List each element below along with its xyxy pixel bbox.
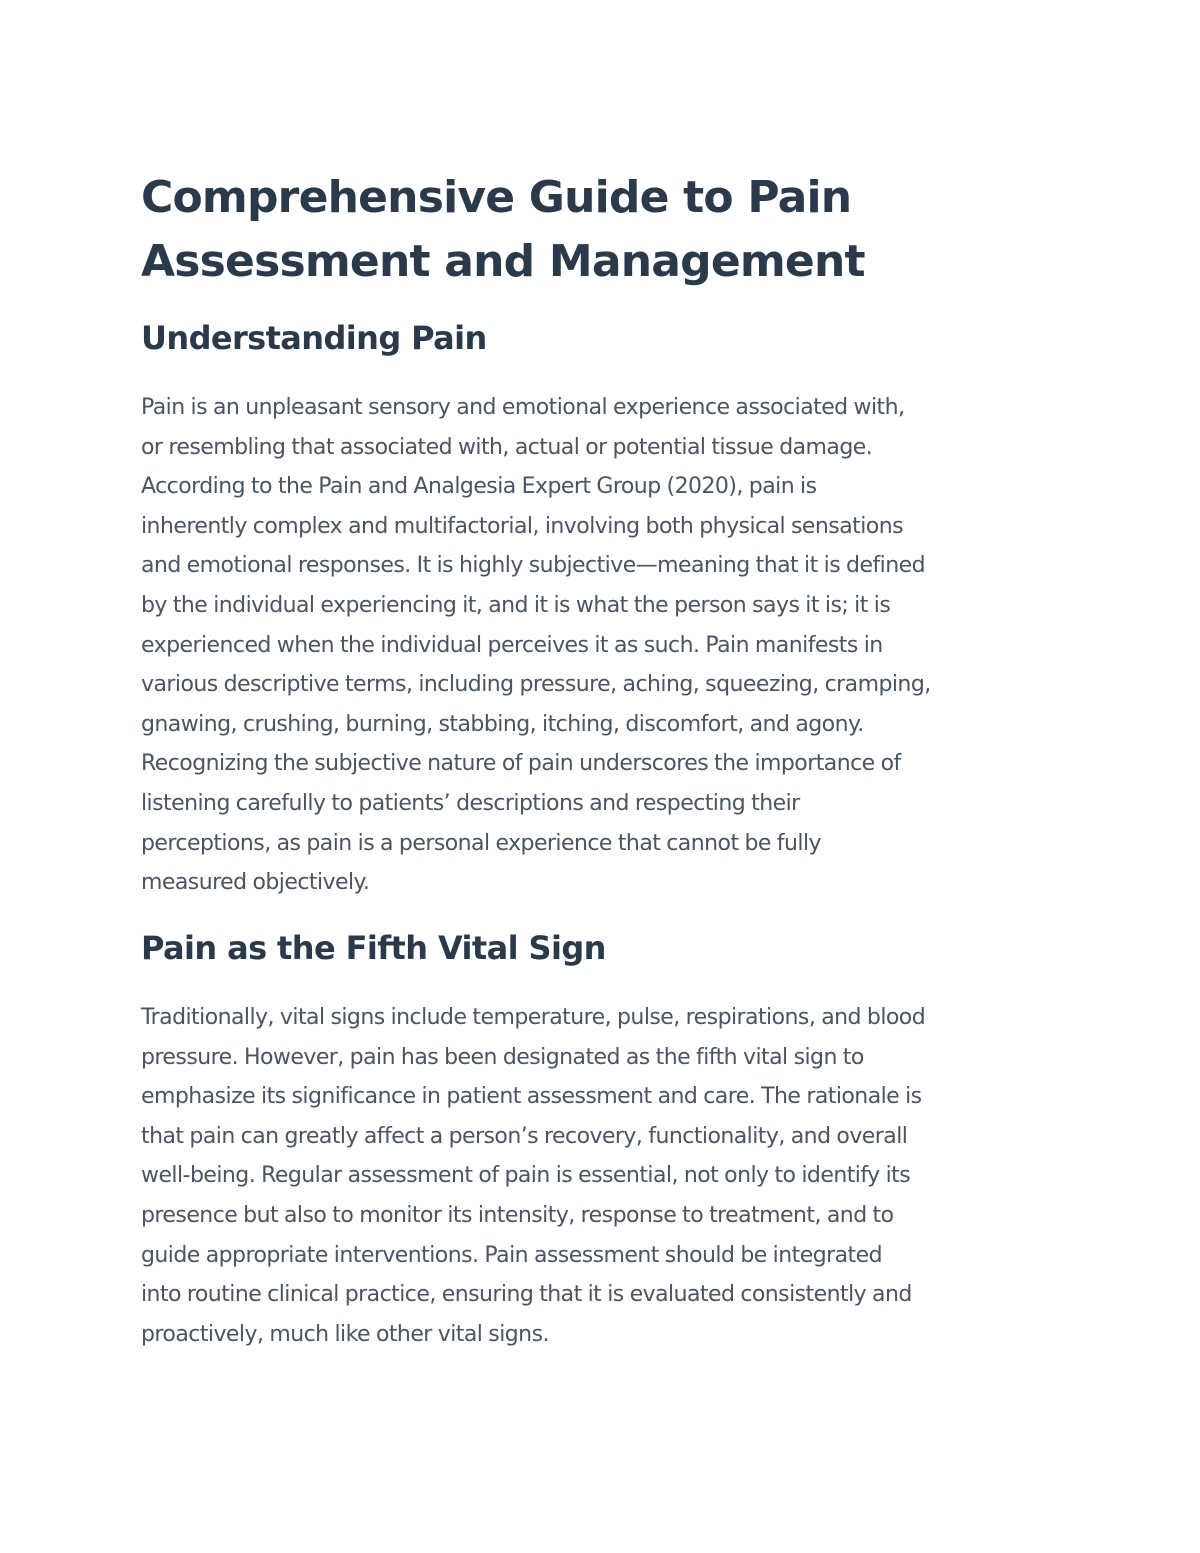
paragraph-line: pressure. However, pain has been designa…: [141, 1044, 864, 1070]
section-heading-understanding-pain: Understanding Pain: [141, 319, 487, 357]
paragraph-line: well-being. Regular assessment of pain i…: [141, 1163, 911, 1189]
paragraph-line: emphasize its significance in patient as…: [141, 1084, 922, 1110]
paragraph-line: Traditionally, vital signs include tempe…: [141, 1005, 926, 1030]
paragraph-line: guide appropriate interventions. Pain as…: [141, 1242, 883, 1268]
paragraph-line: proactively, much like other vital signs…: [141, 1321, 549, 1347]
paragraph-line: listening carefully to patients’ descrip…: [141, 790, 800, 816]
document-title-line: Comprehensive Guide to Pain: [141, 172, 852, 223]
paragraph-line: According to the Pain and Analgesia Expe…: [141, 474, 817, 500]
paragraph-understanding-pain: Pain is an unpleasant sensory and emotio…: [141, 388, 931, 903]
paragraph-line: gnawing, crushing, burning, stabbing, it…: [141, 711, 864, 737]
paragraph-line: presence but also to monitor its intensi…: [141, 1202, 894, 1228]
paragraph-line: Recognizing the subjective nature of pai…: [141, 751, 901, 777]
paragraph-line: perceptions, as pain is a personal exper…: [141, 830, 822, 856]
document-title: Comprehensive Guide to Pain Assessment a…: [141, 166, 866, 294]
document-title-line: Assessment and Management: [141, 236, 866, 287]
paragraph-line: by the individual experiencing it, and i…: [141, 592, 891, 618]
section-heading-fifth-vital-sign: Pain as the Fifth Vital Sign: [141, 929, 606, 967]
paragraph-line: and emotional responses. It is highly su…: [141, 553, 926, 579]
paragraph-fifth-vital-sign: Traditionally, vital signs include tempe…: [141, 998, 926, 1354]
paragraph-line: or resembling that associated with, actu…: [141, 434, 873, 460]
paragraph-line: that pain can greatly affect a person’s …: [141, 1123, 908, 1149]
paragraph-line: experienced when the individual perceive…: [141, 632, 883, 658]
paragraph-line: Pain is an unpleasant sensory and emotio…: [141, 395, 905, 420]
paragraph-line: measured objectively.: [141, 870, 370, 896]
paragraph-line: inherently complex and multifactorial, i…: [141, 513, 904, 539]
paragraph-line: into routine clinical practice, ensuring…: [141, 1282, 912, 1308]
paragraph-line: various descriptive terms, including pre…: [141, 672, 931, 698]
